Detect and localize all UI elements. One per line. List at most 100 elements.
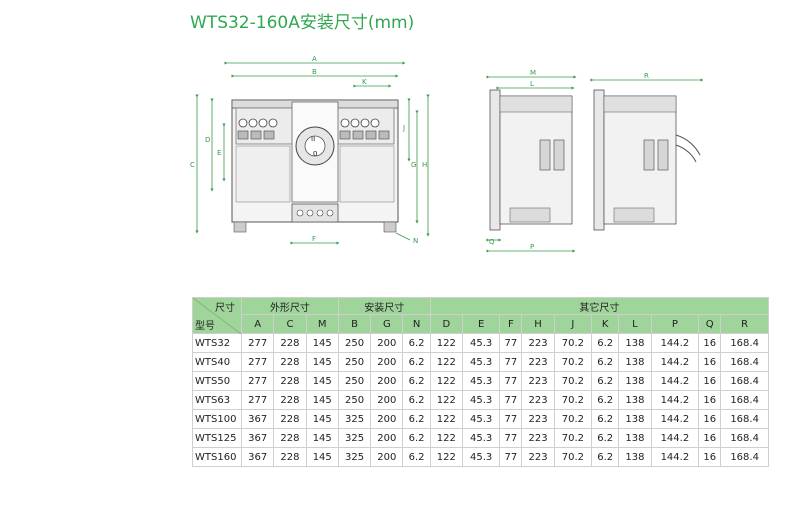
value-cell: 70.2 bbox=[553, 409, 593, 429]
col-header: C bbox=[273, 314, 307, 334]
dim-label-h: H bbox=[422, 161, 427, 169]
value-cell: 228 bbox=[273, 390, 307, 410]
front-view: II 0 bbox=[195, 61, 430, 245]
model-cell: WTS160 bbox=[192, 447, 242, 467]
model-cell: WTS40 bbox=[192, 352, 242, 372]
value-cell: 223 bbox=[521, 447, 555, 467]
value-cell: 250 bbox=[337, 352, 372, 372]
value-cell: 325 bbox=[337, 428, 372, 448]
table-corner: 尺寸 型号 bbox=[192, 297, 242, 334]
dim-label-f: F bbox=[312, 235, 316, 243]
value-cell: 223 bbox=[521, 352, 555, 372]
corner-top-label: 尺寸 bbox=[215, 303, 235, 314]
value-cell: 70.2 bbox=[553, 428, 593, 448]
value-cell: 70.2 bbox=[553, 447, 593, 467]
value-cell: 367 bbox=[240, 428, 275, 448]
value-cell: 277 bbox=[240, 333, 275, 353]
dim-label-d: D bbox=[205, 136, 210, 144]
value-cell: 250 bbox=[337, 371, 372, 391]
value-cell: 144.2 bbox=[650, 352, 700, 372]
value-cell: 45.3 bbox=[461, 333, 501, 353]
value-cell: 6.2 bbox=[591, 333, 620, 353]
value-cell: 144.2 bbox=[650, 447, 700, 467]
value-cell: 6.2 bbox=[591, 352, 620, 372]
value-cell: 122 bbox=[429, 371, 463, 391]
col-header: G bbox=[370, 314, 404, 334]
value-cell: 145 bbox=[305, 333, 339, 353]
model-cell: WTS50 bbox=[192, 371, 242, 391]
col-header: P bbox=[650, 314, 700, 334]
value-cell: 144.2 bbox=[650, 409, 700, 429]
value-cell: 6.2 bbox=[402, 390, 431, 410]
value-cell: 70.2 bbox=[553, 333, 593, 353]
table-column-row: A C M B G N D E F H J K L P Q R bbox=[193, 314, 769, 334]
value-cell: 6.2 bbox=[591, 390, 620, 410]
value-cell: 122 bbox=[429, 409, 463, 429]
value-cell: 16 bbox=[698, 352, 722, 372]
value-cell: 138 bbox=[618, 428, 652, 448]
value-cell: 277 bbox=[240, 371, 275, 391]
dim-label-r: R bbox=[644, 72, 649, 80]
value-cell: 6.2 bbox=[591, 409, 620, 429]
value-cell: 223 bbox=[521, 371, 555, 391]
value-cell: 70.2 bbox=[553, 352, 593, 372]
value-cell: 168.4 bbox=[720, 333, 769, 353]
value-cell: 6.2 bbox=[402, 409, 431, 429]
value-cell: 168.4 bbox=[720, 352, 769, 372]
value-cell: 16 bbox=[698, 390, 722, 410]
value-cell: 16 bbox=[698, 371, 722, 391]
value-cell: 138 bbox=[618, 333, 652, 353]
col-header: K bbox=[591, 314, 620, 334]
value-cell: 200 bbox=[370, 371, 404, 391]
value-cell: 77 bbox=[499, 390, 523, 410]
page-title: WTS32-160A安装尺寸(mm) bbox=[190, 13, 415, 33]
col-header: H bbox=[521, 314, 555, 334]
svg-text:0: 0 bbox=[313, 150, 317, 158]
dim-label-j: J bbox=[402, 124, 405, 132]
value-cell: 16 bbox=[698, 409, 722, 429]
col-header: J bbox=[553, 314, 593, 334]
value-cell: 223 bbox=[521, 428, 555, 448]
value-cell: 77 bbox=[499, 447, 523, 467]
side-view bbox=[486, 75, 577, 253]
value-cell: 45.3 bbox=[461, 371, 501, 391]
value-cell: 6.2 bbox=[591, 371, 620, 391]
value-cell: 122 bbox=[429, 333, 463, 353]
value-cell: 250 bbox=[337, 390, 372, 410]
value-cell: 367 bbox=[240, 447, 275, 467]
table-group-row: 尺寸 型号 外形尺寸 安装尺寸 其它尺寸 bbox=[192, 297, 770, 334]
value-cell: 122 bbox=[429, 390, 463, 410]
value-cell: 45.3 bbox=[461, 352, 501, 372]
value-cell: 138 bbox=[618, 409, 652, 429]
corner-diagonal bbox=[193, 298, 241, 334]
col-header: E bbox=[461, 314, 501, 334]
value-cell: 70.2 bbox=[553, 371, 593, 391]
dim-label-b: B bbox=[312, 68, 317, 76]
value-cell: 138 bbox=[618, 447, 652, 467]
value-cell: 6.2 bbox=[402, 447, 431, 467]
dim-label-m: M bbox=[530, 69, 536, 77]
model-cell: WTS63 bbox=[192, 390, 242, 410]
corner-bottom-label: 型号 bbox=[195, 321, 215, 332]
value-cell: 228 bbox=[273, 409, 307, 429]
spec-table: 尺寸 型号 外形尺寸 安装尺寸 其它尺寸 A C M B G N D E F H… bbox=[192, 297, 770, 467]
value-cell: 145 bbox=[305, 447, 339, 467]
value-cell: 168.4 bbox=[720, 371, 769, 391]
value-cell: 45.3 bbox=[461, 447, 501, 467]
value-cell: 145 bbox=[305, 352, 339, 372]
value-cell: 228 bbox=[273, 371, 307, 391]
value-cell: 145 bbox=[305, 371, 339, 391]
value-cell: 16 bbox=[698, 447, 722, 467]
value-cell: 223 bbox=[521, 409, 555, 429]
value-cell: 16 bbox=[698, 333, 722, 353]
dim-label-c: C bbox=[190, 161, 195, 169]
group-header-outline: 外形尺寸 bbox=[241, 297, 339, 315]
value-cell: 144.2 bbox=[650, 428, 700, 448]
rear-view bbox=[590, 78, 704, 231]
value-cell: 223 bbox=[521, 333, 555, 353]
